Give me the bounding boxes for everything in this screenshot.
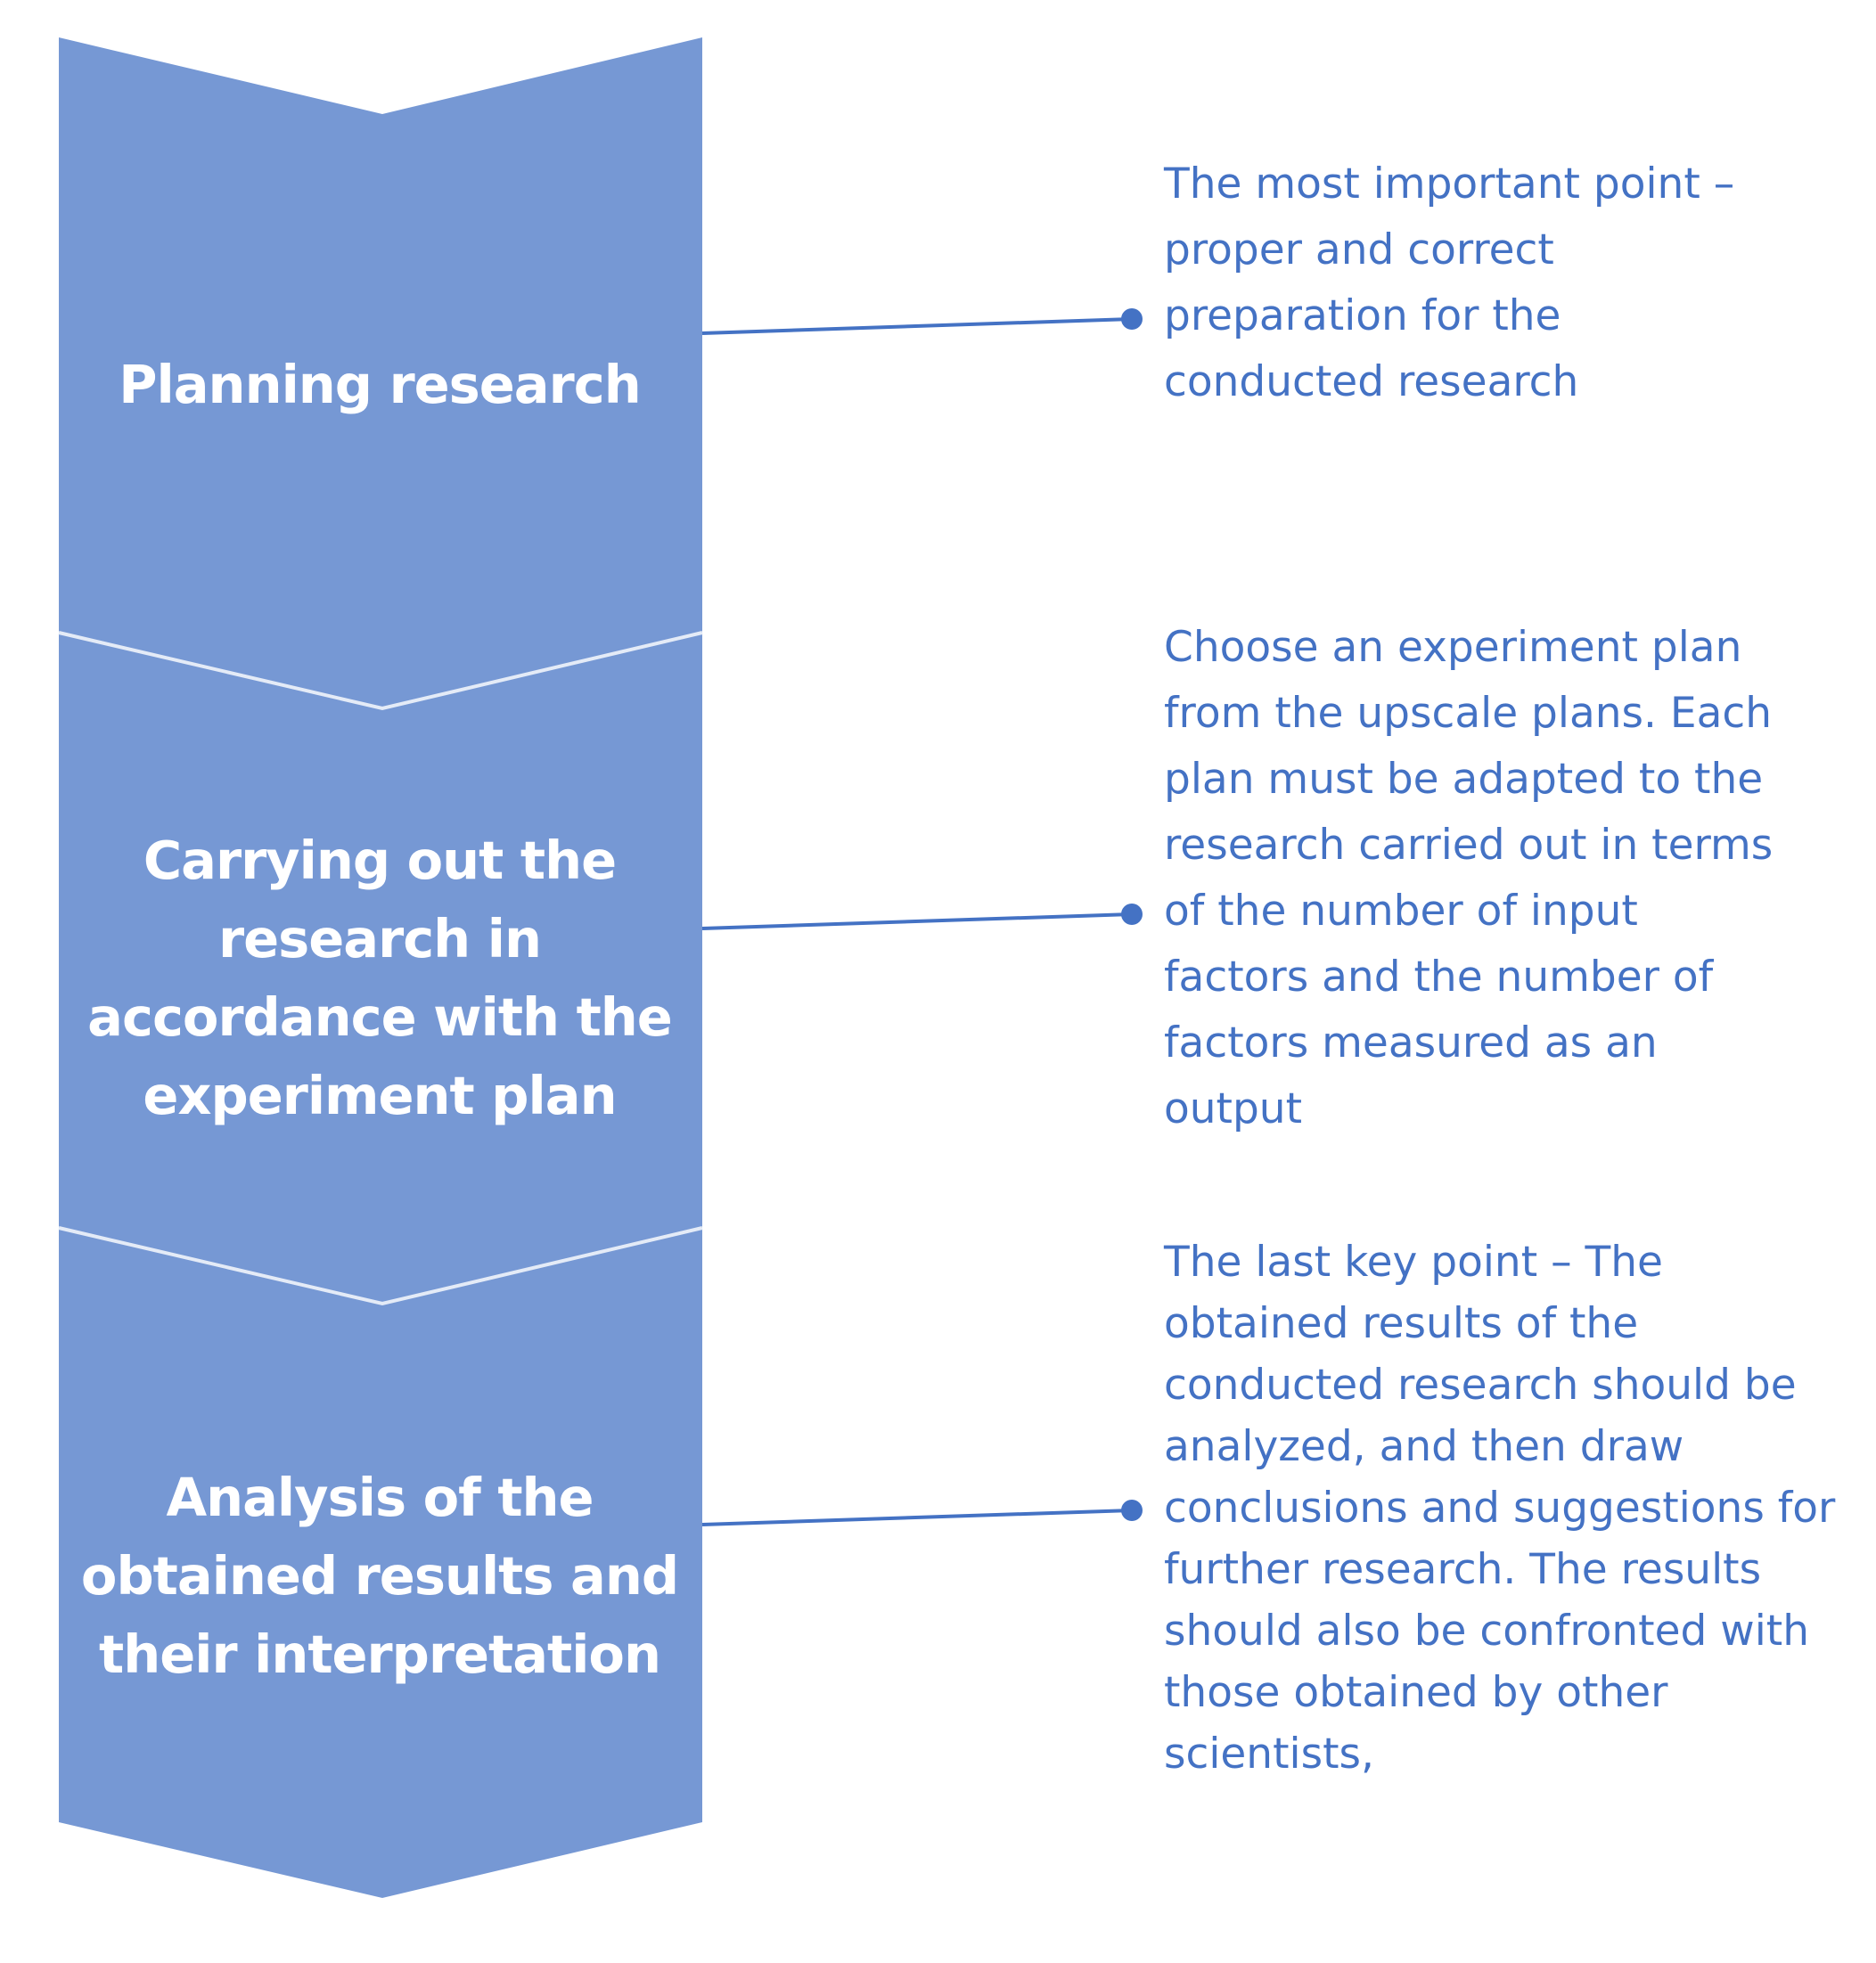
note-2-text: Choose an experiment plan from the upsca… xyxy=(1164,623,1774,1133)
connector-line-1 xyxy=(701,317,1133,335)
connector-line-3 xyxy=(701,1509,1133,1526)
stage-1-label: Planning research xyxy=(119,354,641,415)
note-3-text: The last key point – The obtained result… xyxy=(1164,1238,1836,1779)
stage-3-label: Analysis of the obtained results and the… xyxy=(80,1467,679,1685)
note-1-text: The most important point – proper and co… xyxy=(1164,159,1735,406)
connector-dot-2 xyxy=(1121,904,1143,925)
stage-3-chevron xyxy=(59,1228,702,1898)
stage-2-label: Carrying out the research in accordance … xyxy=(87,830,673,1126)
stage-2-chevron xyxy=(59,633,702,1304)
connector-dot-1 xyxy=(1121,308,1143,330)
stage-1-chevron xyxy=(59,37,702,708)
stage-divider-2 xyxy=(58,1226,703,1306)
connector-line-2 xyxy=(701,912,1133,930)
stage-divider-1 xyxy=(58,631,703,711)
connector-dot-3 xyxy=(1121,1500,1143,1521)
